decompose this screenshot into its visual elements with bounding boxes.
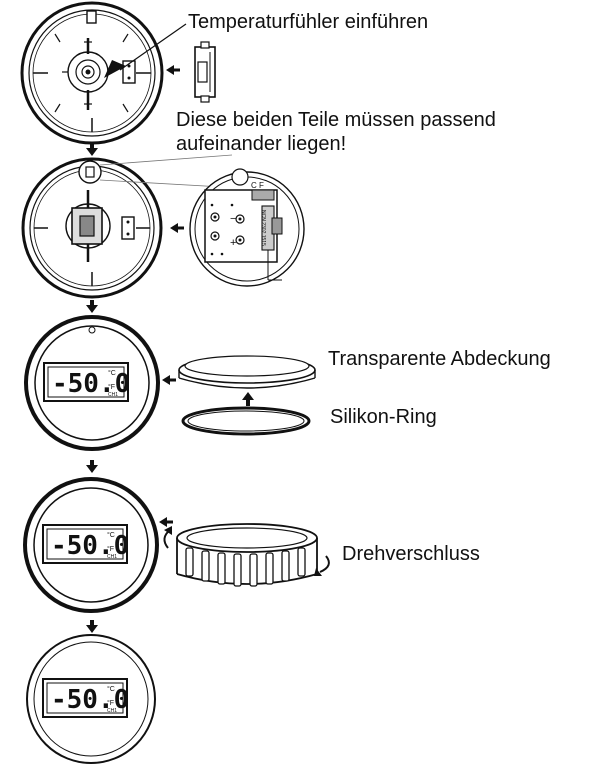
pcb-plus-sign: + [230,237,236,249]
lcd-readout-step3: -50.0 °C °F CH1 [52,369,130,399]
lcd-channel: CH1 [108,392,118,398]
arrow-left-4 [159,517,173,527]
leader-line-sensor [119,23,187,71]
lcd-unit-c: °C [108,369,116,377]
lcd-reading: -50.0 [51,531,129,561]
step4-lcd-unit [23,477,159,613]
lcd-channel: CH1 [107,708,117,714]
pcb-cf-marking: C F [251,181,264,190]
arrow-left-1 [166,65,180,75]
sensor-arrow-head [104,60,126,78]
arrow-down-4 [86,620,98,633]
lcd-unit-c: °C [107,685,115,693]
lcd-unit-c: °C [107,531,115,539]
step5-lcd-unit [26,634,156,764]
lcd-reading: -50.0 [51,685,129,715]
screw-cap-part [163,523,330,587]
label-align-note-line1: Diese beiden Teile müssen passend [176,109,496,131]
lcd-unit-f: °F [107,699,114,707]
label-screw-cap: Drehverschluss [342,543,480,565]
lcd-readout-step4: -50.0 °C °F CH1 [51,531,129,561]
arrow-down-1 [86,143,98,156]
label-align-note-line2: aufeinander liegen! [176,133,347,155]
arrow-down-3 [86,460,98,473]
sensor-probe-part [194,41,216,103]
step2-housing [21,157,163,299]
lcd-unit-f: °F [108,383,115,391]
transparent-cover-part [178,355,316,389]
arrow-left-3 [162,375,176,385]
arrow-down-2 [86,300,98,313]
pcb-detail [189,168,305,287]
arrow-left-2 [170,223,184,233]
step3-lcd-unit [24,315,160,451]
step1-housing [20,1,164,145]
lcd-channel: CH1 [107,554,117,560]
pcb-markings: C F + − NCN 2302 1515 [230,181,266,249]
label-transparent-cover: Transparente Abdeckung [328,348,551,370]
lcd-unit-f: °F [107,545,114,553]
label-silicone-ring: Silikon-Ring [330,406,437,428]
pcb-board-code: NCN 2302 1515 [260,210,266,246]
pcb-minus-sign: − [230,213,236,225]
lcd-readout-step5: -50.0 °C °F CH1 [51,685,129,715]
silicone-ring-part [181,406,311,436]
lcd-reading: -50.0 [52,369,130,399]
arrow-up-ring [242,392,254,406]
label-insert-sensor: Temperaturfühler einführen [188,11,429,33]
